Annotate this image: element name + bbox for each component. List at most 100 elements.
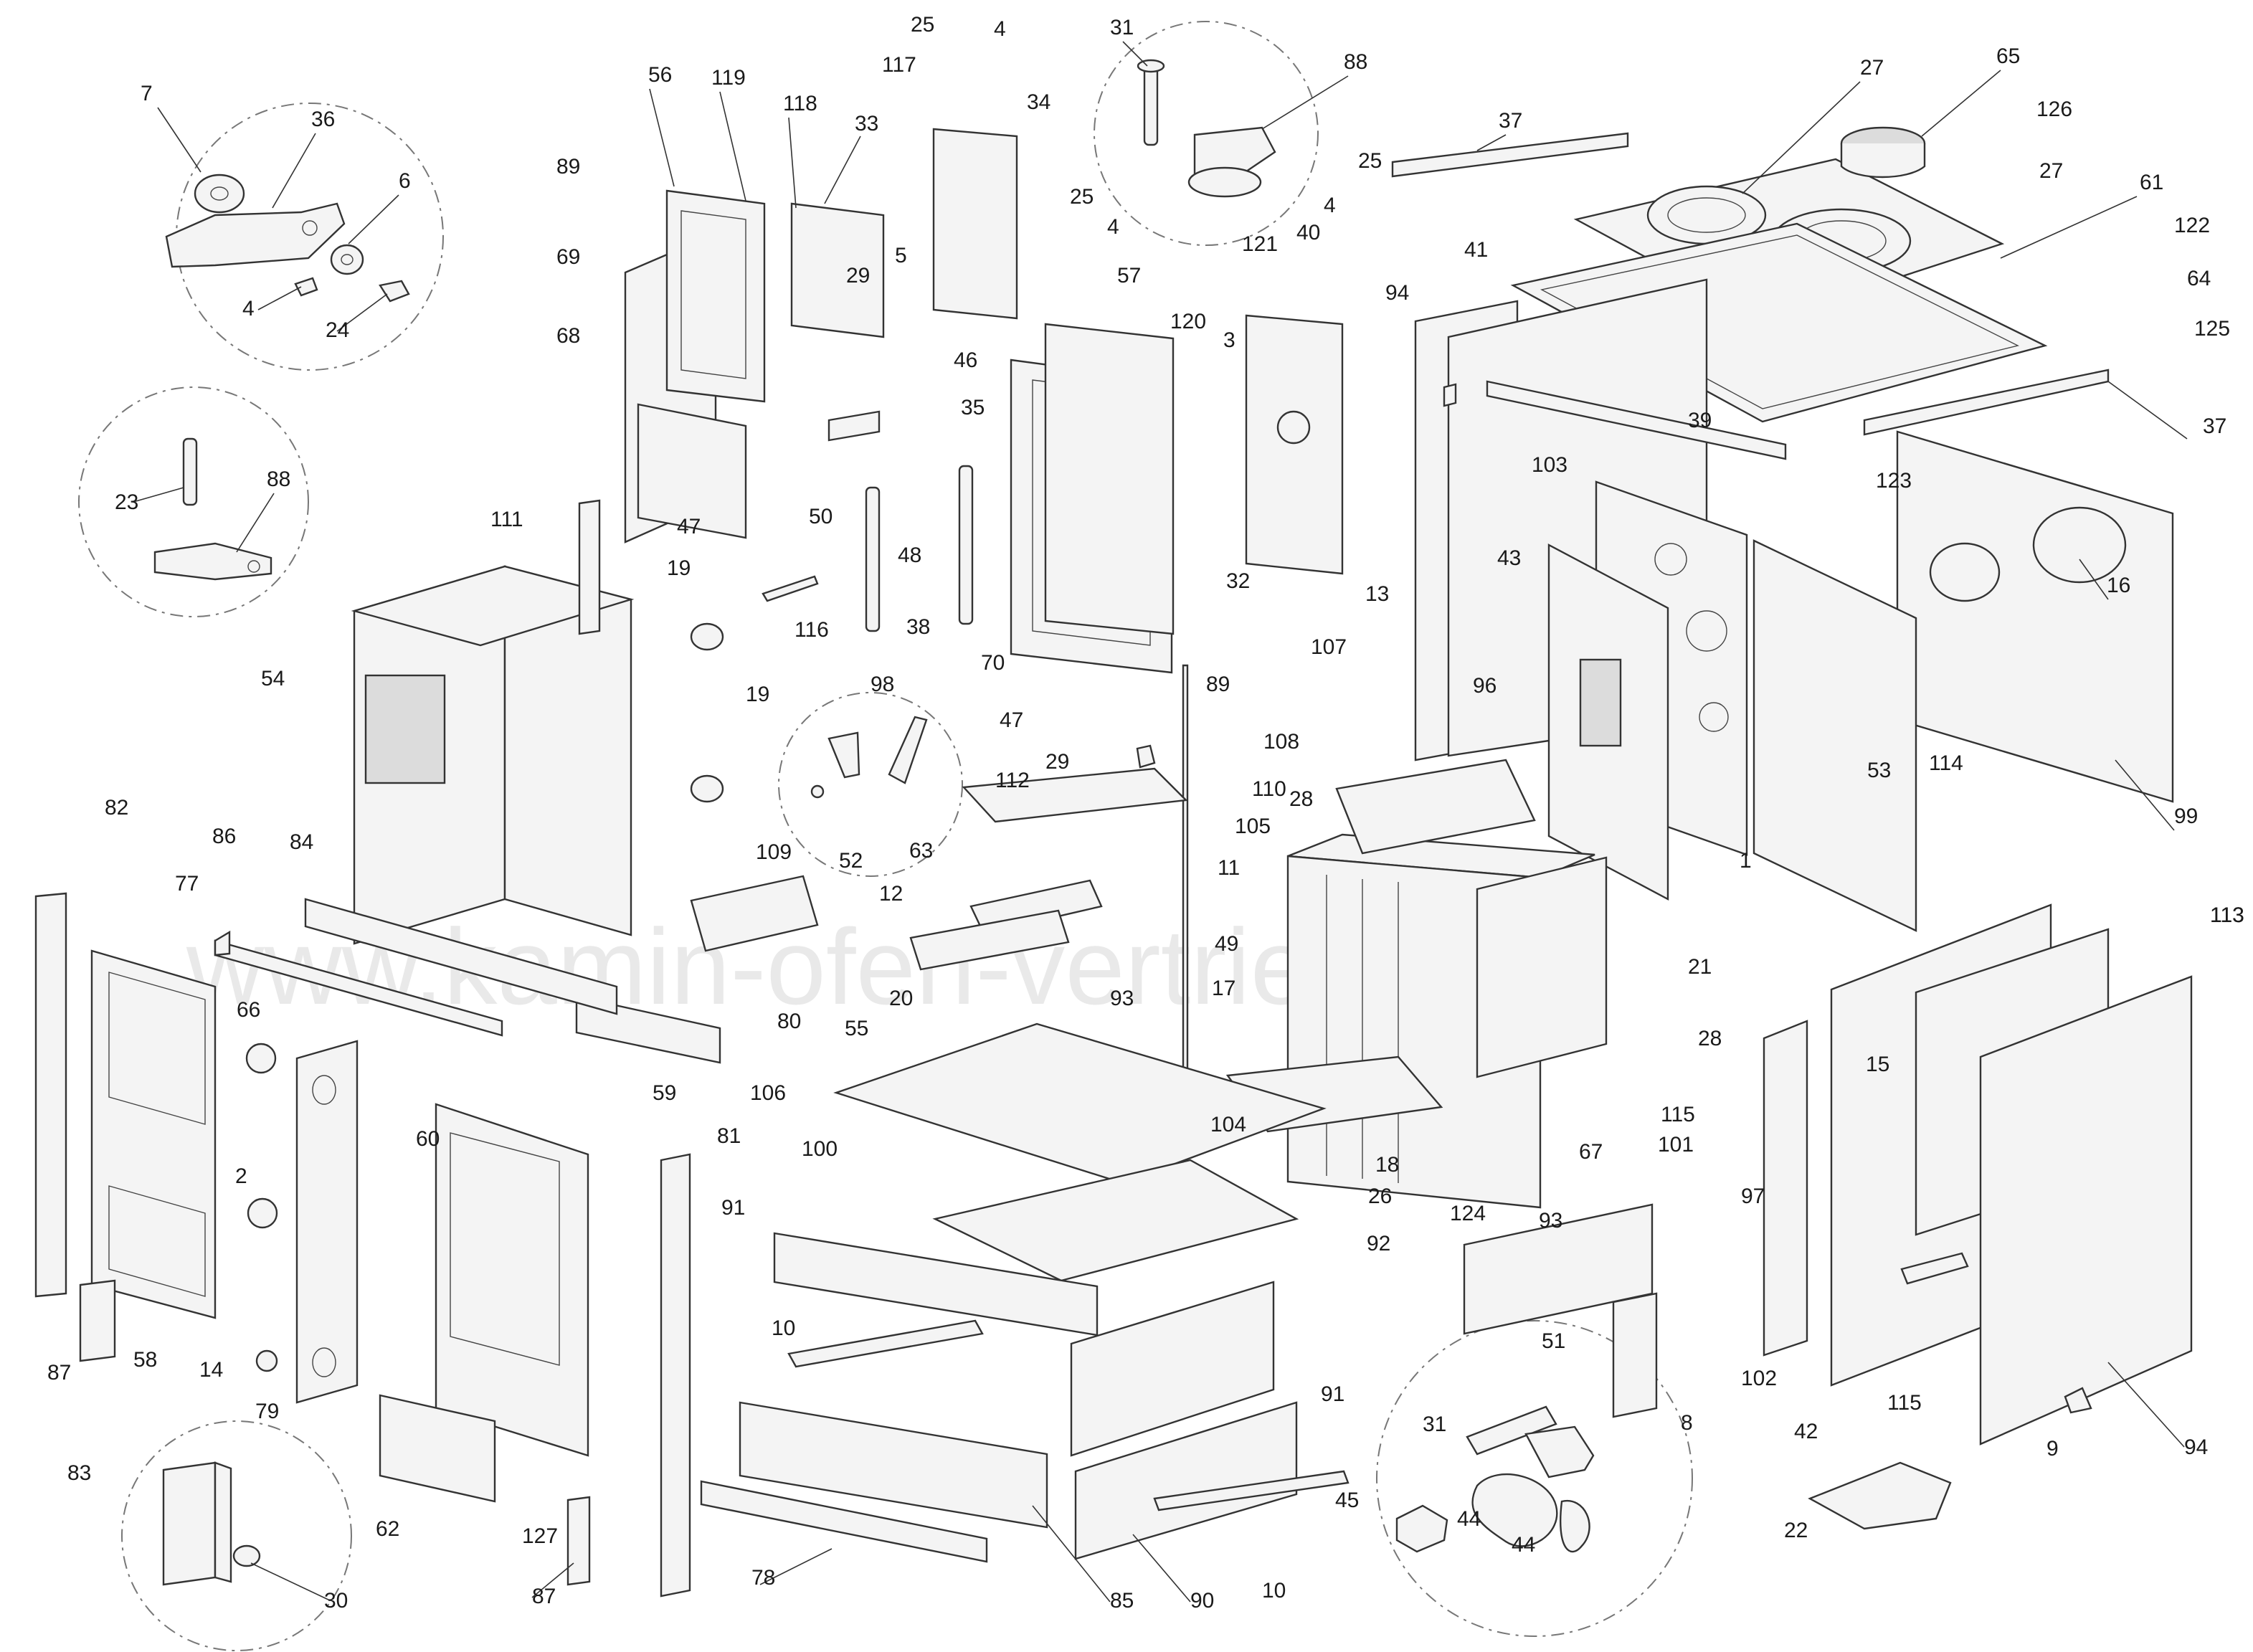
- callout-120: 120: [1170, 310, 1206, 333]
- callout-35: 35: [961, 396, 985, 419]
- callout-126: 126: [2036, 98, 2072, 121]
- callout-108: 108: [1263, 730, 1299, 754]
- callout-10: 10: [1262, 1579, 1286, 1603]
- callout-28: 28: [1698, 1027, 1722, 1050]
- callout-27: 27: [1860, 56, 1884, 80]
- oven-body-panels: [1391, 132, 2174, 932]
- callout-68: 68: [556, 324, 580, 348]
- callout-42: 42: [1794, 1420, 1818, 1443]
- callout-5: 5: [895, 244, 907, 267]
- callout-8: 8: [1681, 1411, 1693, 1435]
- callout-51: 51: [1542, 1329, 1565, 1353]
- callout-115: 115: [1661, 1103, 1695, 1126]
- door-hinge-part: [162, 1461, 261, 1586]
- detail-circle-hinge-pin: [78, 386, 309, 617]
- callout-86: 86: [212, 825, 236, 848]
- firebox-body: [351, 499, 724, 945]
- callout-6: 6: [399, 169, 411, 193]
- callout-93: 93: [1110, 987, 1134, 1010]
- front-rails: [214, 898, 618, 1037]
- callout-46: 46: [954, 348, 977, 372]
- callout-84: 84: [290, 830, 313, 854]
- callout-4: 4: [994, 17, 1006, 41]
- callout-10: 10: [772, 1316, 795, 1340]
- callout-121: 121: [1242, 232, 1278, 256]
- detail-circle-top-hinge: [1094, 21, 1319, 246]
- hot-plate-assembly: [1510, 126, 2048, 423]
- callout-4: 4: [1107, 215, 1119, 239]
- callout-3: 3: [1223, 328, 1235, 352]
- callout-59: 59: [653, 1081, 676, 1105]
- callout-23: 23: [115, 490, 138, 514]
- callout-41: 41: [1464, 238, 1488, 262]
- callout-60: 60: [416, 1127, 440, 1151]
- callout-31: 31: [1110, 16, 1134, 39]
- callout-17: 17: [1212, 977, 1235, 1000]
- callout-20: 20: [889, 987, 913, 1010]
- callout-36: 36: [311, 108, 335, 131]
- callout-88: 88: [267, 467, 290, 491]
- callout-124: 124: [1450, 1202, 1486, 1225]
- callout-24: 24: [326, 318, 349, 342]
- callout-52: 52: [839, 849, 863, 873]
- callout-29: 29: [1045, 750, 1069, 774]
- callout-31: 31: [1423, 1413, 1446, 1436]
- callout-16: 16: [2107, 574, 2130, 597]
- callout-33: 33: [855, 112, 878, 136]
- callout-127: 127: [522, 1524, 558, 1548]
- callout-18: 18: [1375, 1153, 1399, 1177]
- callout-1: 1: [1740, 849, 1752, 873]
- callout-87: 87: [47, 1361, 71, 1385]
- callout-57: 57: [1117, 264, 1141, 288]
- base-plates: [700, 1022, 1350, 1563]
- callout-103: 103: [1532, 453, 1567, 477]
- callout-32: 32: [1226, 569, 1250, 593]
- callout-40: 40: [1296, 221, 1320, 245]
- callout-101: 101: [1658, 1133, 1694, 1157]
- hinge-pin-part: [153, 437, 272, 581]
- callout-11: 11: [1218, 856, 1240, 880]
- callout-92: 92: [1367, 1232, 1390, 1255]
- callout-94: 94: [1385, 281, 1409, 305]
- callout-66: 66: [237, 998, 260, 1022]
- callout-113: 113: [2210, 903, 2244, 927]
- callout-83: 83: [67, 1461, 91, 1485]
- callout-28: 28: [1289, 787, 1313, 811]
- handle-set-part: [1395, 1405, 1595, 1553]
- callout-82: 82: [105, 796, 128, 820]
- callout-69: 69: [556, 245, 580, 269]
- callout-12: 12: [879, 882, 903, 906]
- callout-116: 116: [795, 618, 829, 642]
- callout-19: 19: [667, 556, 691, 580]
- callout-39: 39: [1688, 409, 1712, 432]
- right-side-panels: [1463, 903, 2193, 1530]
- callout-9: 9: [2046, 1437, 2059, 1461]
- callout-4: 4: [1324, 194, 1336, 217]
- front-firebox-door: [295, 1040, 691, 1598]
- callout-111: 111: [490, 508, 523, 531]
- callout-26: 26: [1368, 1185, 1392, 1208]
- callout-19: 19: [746, 683, 769, 706]
- callout-63: 63: [909, 839, 933, 863]
- callout-113: 113: [2210, 903, 2244, 927]
- callout-81: 81: [717, 1124, 741, 1148]
- callout-117: 117: [882, 53, 916, 77]
- callout-44: 44: [1512, 1533, 1535, 1557]
- callout-30: 30: [324, 1589, 348, 1613]
- callout-80: 80: [777, 1010, 801, 1033]
- callout-43: 43: [1497, 546, 1521, 570]
- callout-22: 22: [1784, 1519, 1808, 1542]
- callout-14: 14: [199, 1358, 223, 1382]
- callout-37: 37: [2203, 414, 2226, 438]
- callout-106: 106: [750, 1081, 786, 1105]
- detail-circle-lever: [778, 692, 963, 877]
- oven-door-frame: [932, 128, 1344, 674]
- callout-55: 55: [845, 1017, 868, 1040]
- callout-88: 88: [1344, 50, 1367, 74]
- callout-37: 37: [1499, 109, 1522, 133]
- bracket-part: [165, 174, 410, 303]
- callout-89: 89: [556, 155, 580, 179]
- callout-107: 107: [1311, 635, 1347, 659]
- callout-99: 99: [2174, 804, 2198, 828]
